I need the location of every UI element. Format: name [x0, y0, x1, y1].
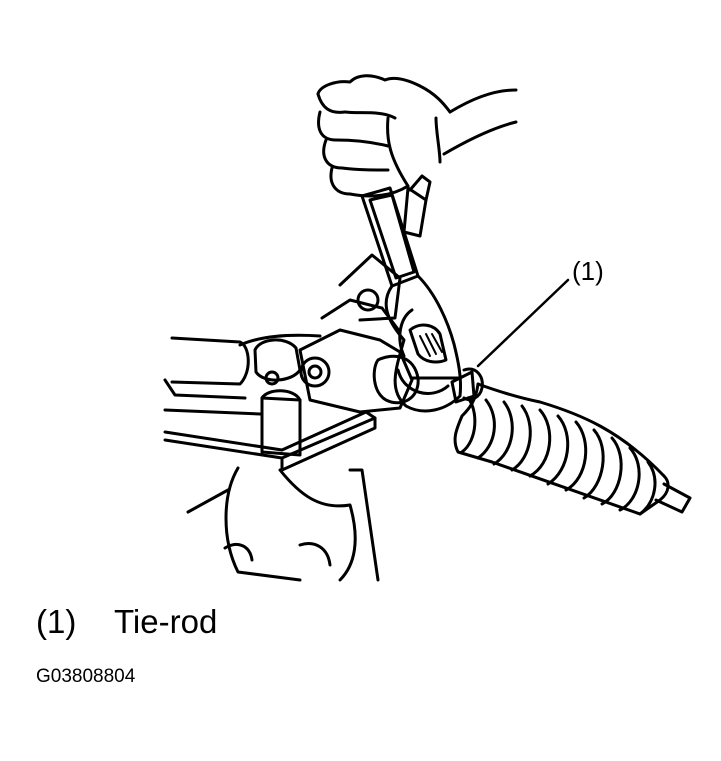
adjustable-wrench — [360, 186, 462, 413]
figure-code: G03808804 — [36, 666, 136, 687]
steering-gear-body — [298, 174, 432, 414]
legend-item-tie-rod: (1) Tie-rod — [36, 603, 217, 641]
legend-number: (1) — [36, 603, 77, 640]
legend-label: Tie-rod — [114, 603, 218, 640]
callout-leader-line — [476, 278, 570, 368]
mounting-bracket — [253, 338, 302, 457]
mounting-plate — [163, 410, 377, 472]
frame-structure — [186, 466, 380, 582]
callout-label-1: (1) — [572, 256, 604, 286]
rubber-boot — [453, 382, 692, 516]
gear-housing — [163, 333, 322, 416]
hand — [316, 74, 518, 198]
tie-rod-removal-illustration — [163, 74, 692, 582]
